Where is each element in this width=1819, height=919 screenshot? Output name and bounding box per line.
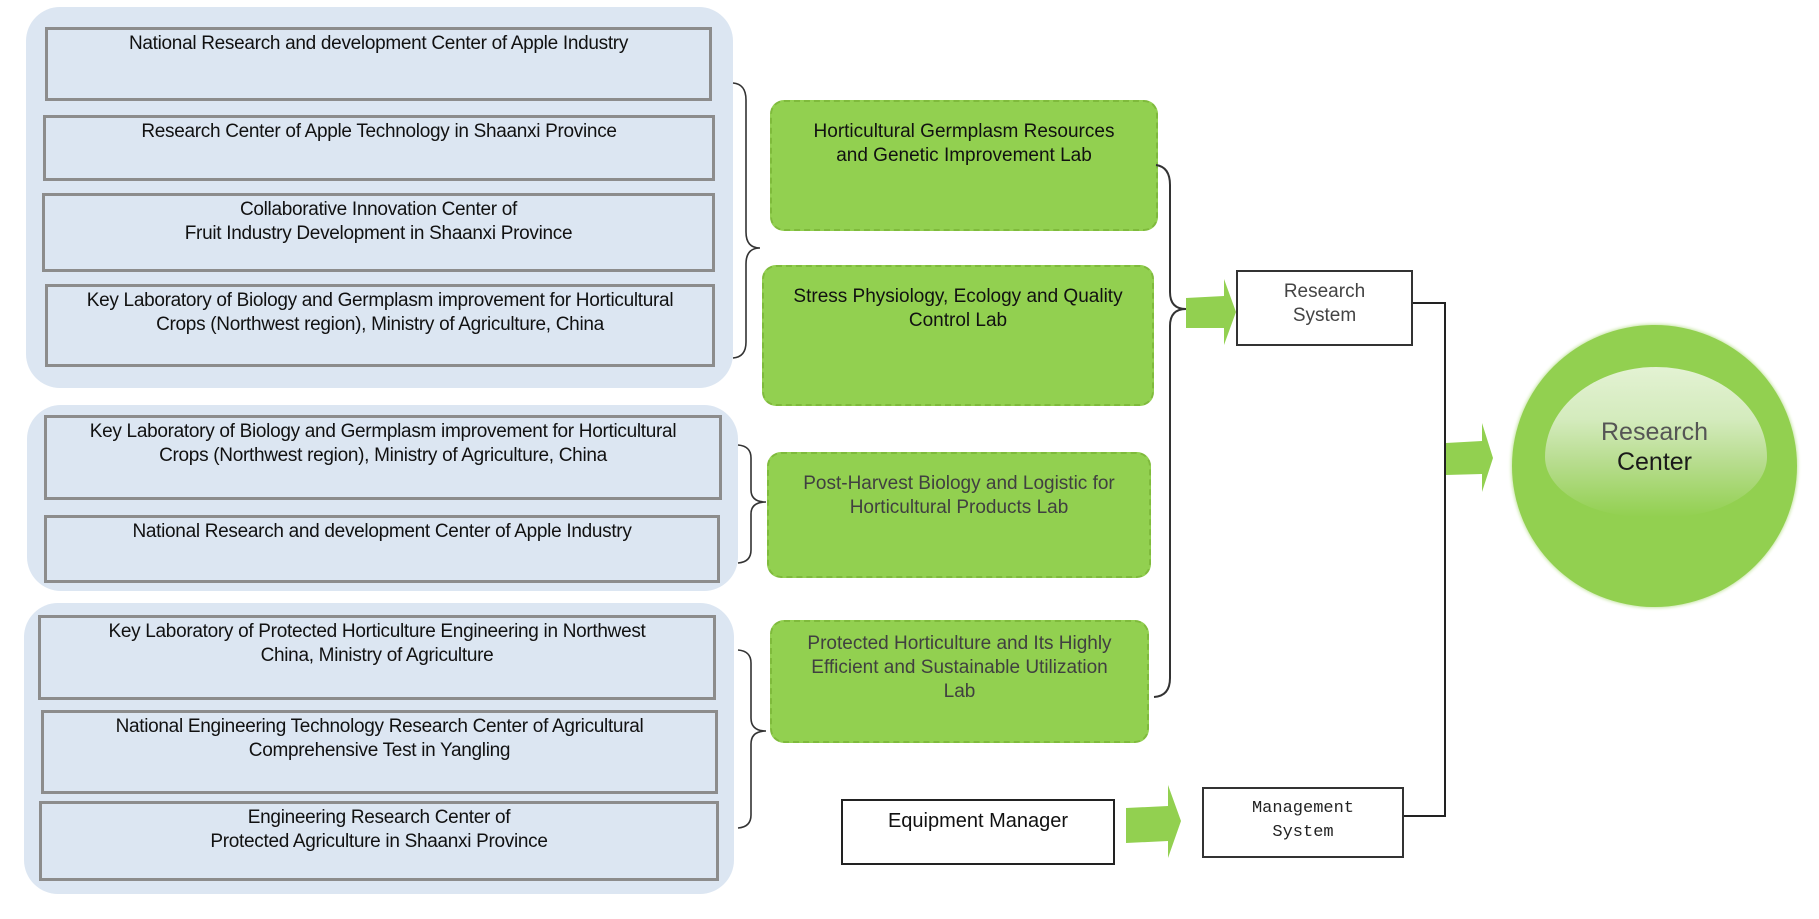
arrow-to-research-system [1186, 279, 1236, 345]
research-system-connector [1404, 302, 1446, 817]
bracket-group-2 [737, 444, 767, 564]
research-center-label-line1: Research [1601, 418, 1708, 446]
lab-box-post-harvest: Post-Harvest Biology and Logistic for Ho… [767, 452, 1151, 578]
institution-box: Engineering Research Center of Protected… [39, 801, 719, 881]
equipment-manager-box: Equipment Manager [841, 799, 1115, 865]
arrow-to-research-center [1446, 423, 1493, 492]
institution-box: Research Center of Apple Technology in S… [43, 115, 715, 181]
bracket-group-3 [737, 649, 767, 829]
research-system-box: Research System [1236, 270, 1413, 346]
research-center-label-line2: Center [1616, 448, 1693, 476]
bracket-labs [1153, 164, 1187, 698]
institution-box: Key Laboratory of Biology and Germplasm … [45, 284, 715, 367]
institution-box: National Research and development Center… [44, 515, 720, 583]
lab-box-protected-horticulture: Protected Horticulture and Its Highly Ef… [770, 620, 1149, 743]
institution-box: Collaborative Innovation Center of Fruit… [42, 193, 715, 272]
institution-box: National Engineering Technology Research… [41, 710, 718, 794]
institution-box: Key Laboratory of Biology and Germplasm … [44, 415, 722, 500]
institution-box: Key Laboratory of Protected Horticulture… [38, 615, 716, 700]
arrow-to-management-system [1126, 785, 1181, 858]
bracket-group-1 [732, 82, 761, 359]
research-center-gloss [1545, 367, 1767, 517]
research-center-node: Research Center [1512, 325, 1797, 607]
research-center-label: Research Center [1512, 417, 1797, 477]
lab-box-stress-physiology: Stress Physiology, Ecology and Quality C… [762, 265, 1154, 406]
management-system-box: Management System [1202, 787, 1404, 858]
institution-box: National Research and development Center… [45, 27, 712, 101]
